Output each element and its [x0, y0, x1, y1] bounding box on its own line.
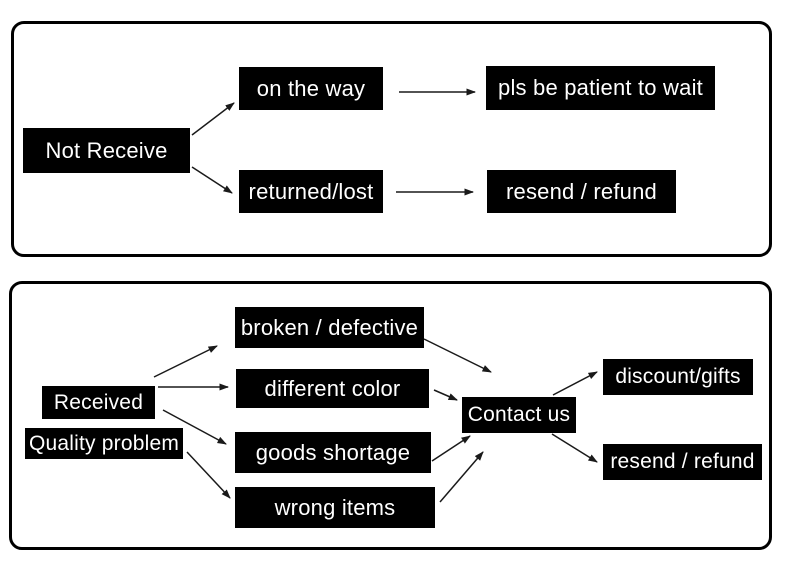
node-returned-lost: returned/lost	[239, 170, 383, 213]
node-discount-gifts: discount/gifts	[603, 359, 753, 395]
node-not-receive: Not Receive	[23, 128, 190, 173]
node-broken-defective: broken / defective	[235, 307, 424, 348]
node-different-color: different color	[236, 369, 429, 408]
node-pls-be-patient-to-wait: pls be patient to wait	[486, 66, 715, 110]
node-on-the-way: on the way	[239, 67, 383, 110]
node-goods-shortage: goods shortage	[235, 432, 431, 473]
node-wrong-items: wrong items	[235, 487, 435, 528]
node-quality-problem: Quality problem	[25, 428, 183, 459]
node-received: Received	[42, 386, 155, 419]
node-resend-refund-top: resend / refund	[487, 170, 676, 213]
node-contact-us: Contact us	[462, 397, 576, 433]
node-resend-refund-bottom: resend / refund	[603, 444, 762, 480]
